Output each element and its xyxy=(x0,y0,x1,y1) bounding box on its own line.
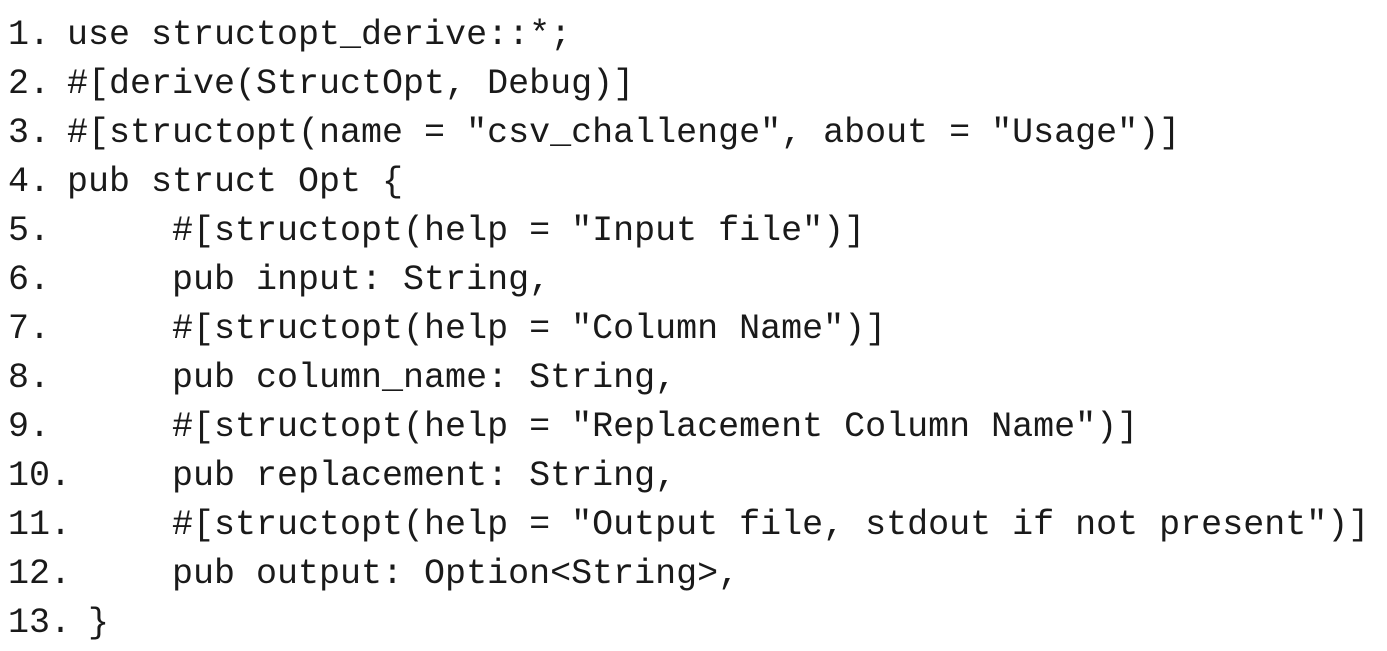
code-text: pub output: Option<String>, xyxy=(67,554,740,594)
code-line: 9. #[structopt(help = "Replacement Colum… xyxy=(8,403,1387,452)
code-line: 4. pub struct Opt { xyxy=(8,158,1387,207)
code-text: #[structopt(help = "Output file, stdout … xyxy=(67,505,1370,545)
code-line: 13. } xyxy=(8,599,1387,648)
code-line: 3. #[structopt(name = "csv_challenge", a… xyxy=(8,109,1387,158)
code-line: 6. pub input: String, xyxy=(8,256,1387,305)
code-text: pub column_name: String, xyxy=(67,358,677,398)
line-number: 13. xyxy=(8,603,72,643)
code-line: 10. pub replacement: String, xyxy=(8,452,1387,501)
code-text: pub input: String, xyxy=(67,260,551,300)
code-text: #[structopt(name = "csv_challenge", abou… xyxy=(67,113,1181,153)
line-number: 2. xyxy=(8,64,51,104)
code-text: } xyxy=(67,603,110,643)
line-number: 1. xyxy=(8,15,51,55)
line-number: 3. xyxy=(8,113,51,153)
line-number: 12. xyxy=(8,554,72,594)
code-text: pub replacement: String, xyxy=(67,456,677,496)
line-number: 5. xyxy=(8,211,51,251)
code-line: 1. use structopt_derive::*; xyxy=(8,11,1387,60)
line-number: 10. xyxy=(8,456,72,496)
code-text: #[derive(StructOpt, Debug)] xyxy=(67,64,635,104)
code-line: 11. #[structopt(help = "Output file, std… xyxy=(8,501,1387,550)
code-line: 2. #[derive(StructOpt, Debug)] xyxy=(8,60,1387,109)
code-text: pub struct Opt { xyxy=(67,162,404,202)
code-line: 8. pub column_name: String, xyxy=(8,354,1387,403)
line-number: 4. xyxy=(8,162,51,202)
code-line: 12. pub output: Option<String>, xyxy=(8,550,1387,599)
line-number: 11. xyxy=(8,505,72,545)
code-line: 7. #[structopt(help = "Column Name")] xyxy=(8,305,1387,354)
line-number: 6. xyxy=(8,260,51,300)
code-text: #[structopt(help = "Input file")] xyxy=(67,211,866,251)
line-number: 7. xyxy=(8,309,51,349)
line-number: 8. xyxy=(8,358,51,398)
code-text: use structopt_derive::*; xyxy=(67,15,572,55)
code-line: 5. #[structopt(help = "Input file")] xyxy=(8,207,1387,256)
line-number: 9. xyxy=(8,407,51,447)
code-text: #[structopt(help = "Column Name")] xyxy=(67,309,887,349)
code-text: #[structopt(help = "Replacement Column N… xyxy=(67,407,1139,447)
